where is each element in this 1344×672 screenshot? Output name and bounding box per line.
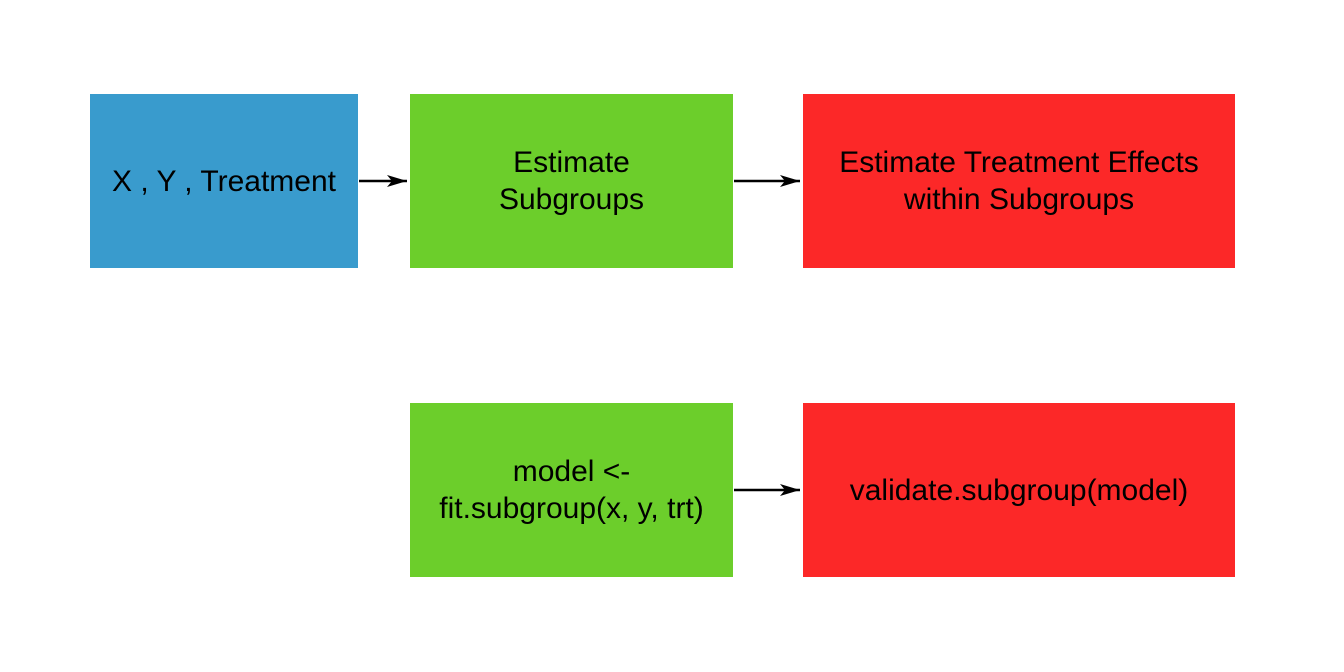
flow-node-validate-subgroup: validate.subgroup(model) (803, 403, 1235, 577)
node-label-line: fit.subgroup(x, y, trt) (439, 492, 704, 525)
node-label-line: model <- (512, 455, 631, 488)
node-label-line: Estimate (513, 146, 630, 179)
node-label-line: Subgroups (498, 183, 645, 216)
node-label-line: within Subgroups (903, 183, 1135, 216)
flow-node-fit-subgroup: model <- fit.subgroup(x, y, trt) (410, 403, 733, 577)
node-label-line: Estimate Treatment Effects (839, 146, 1199, 179)
node-label-line: X , Y , Treatment (111, 164, 336, 198)
flow-node-data-input: X , Y , Treatment (90, 94, 358, 268)
node-label-line: validate.subgroup(model) (849, 473, 1189, 507)
flow-node-estimate-effects: Estimate Treatment Effects within Subgrou… (803, 94, 1235, 268)
